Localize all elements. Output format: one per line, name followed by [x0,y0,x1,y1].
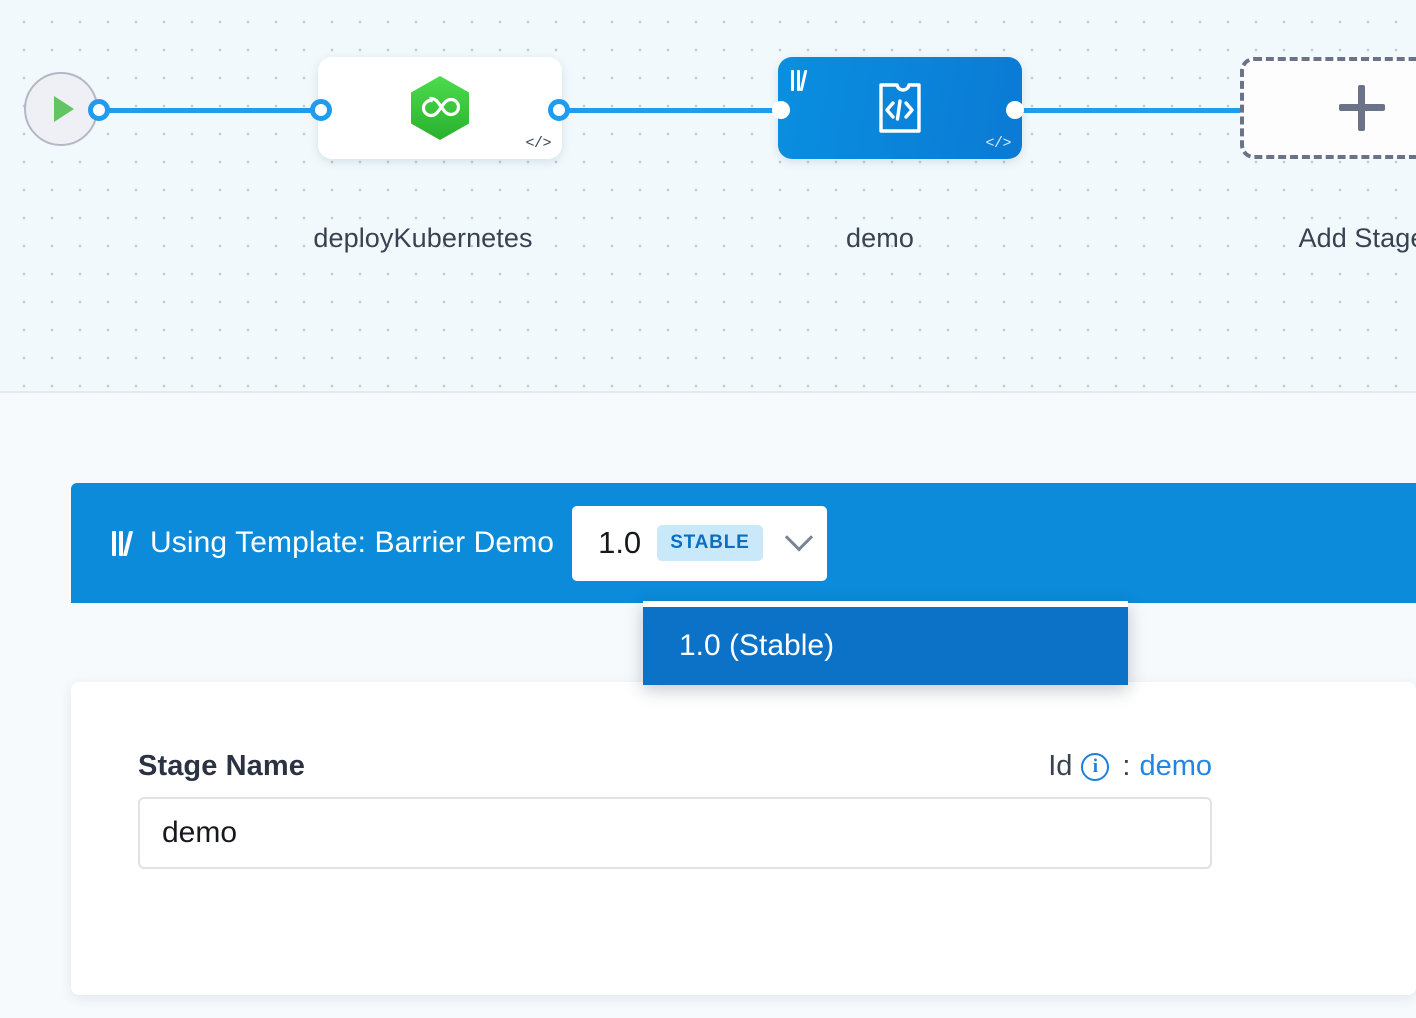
stage-name-label: Stage Name [138,750,306,782]
kubernetes-deploy-hexagon-icon [411,76,469,140]
template-version-select[interactable]: 1.0 STABLE [572,505,827,581]
stage-id-row: Id i : demo [1048,750,1212,783]
id-label: Id [1048,750,1073,782]
stage-id-value: demo [1139,750,1212,782]
connector-dot-demo-in[interactable] [772,101,790,119]
stage-node-deploykubernetes[interactable]: </> [318,57,562,159]
plus-icon [1339,85,1385,131]
stage-details-panel: Using Template: Barrier Demo 1.0 STABLE … [0,395,1416,1018]
add-stage-button[interactable] [1240,57,1416,159]
connector-dot-deploy-out[interactable] [548,99,570,121]
code-badge-icon: </> [985,135,1011,152]
pipeline-canvas[interactable]: </> deployKubernetes </> demo Add Stage [0,0,1416,393]
pipeline-start-node[interactable] [24,72,98,146]
stage-label-demo: demo [846,223,914,253]
connector-dot-start-out[interactable] [88,99,110,121]
template-version-dropdown-menu[interactable]: 1.0 (Stable) [643,601,1128,685]
connector-line-start-to-deploy [80,108,340,113]
code-badge-icon: </> [525,135,551,152]
connector-line-deploy-to-demo [540,108,800,113]
id-separator: : [1122,750,1131,782]
stage-form-card: Stage Name Id i : demo [71,682,1416,995]
custom-stage-code-icon [879,83,921,133]
chevron-down-icon[interactable] [784,523,813,552]
version-stable-badge: STABLE [657,525,763,561]
stage-name-field-header: Stage Name Id i : demo [138,750,1212,783]
play-icon [54,96,74,122]
stage-node-demo[interactable]: </> [778,57,1022,159]
connector-dot-demo-out[interactable] [1006,101,1024,119]
info-icon[interactable]: i [1081,752,1110,781]
template-version-value: 1.0 [598,525,642,560]
template-library-icon [791,69,808,91]
add-stage-label: Add Stage [1298,223,1416,253]
using-template-label: Using Template: Barrier Demo [150,526,555,559]
template-library-icon [112,530,134,556]
stage-name-input[interactable] [138,797,1212,869]
connector-dot-deploy-in[interactable] [310,99,332,121]
connector-line-demo-to-add [1000,108,1250,113]
version-option-1-0-stable[interactable]: 1.0 (Stable) [643,607,1128,685]
stage-label-deploykubernetes: deployKubernetes [313,223,533,253]
using-template-bar: Using Template: Barrier Demo 1.0 STABLE [71,483,1416,603]
